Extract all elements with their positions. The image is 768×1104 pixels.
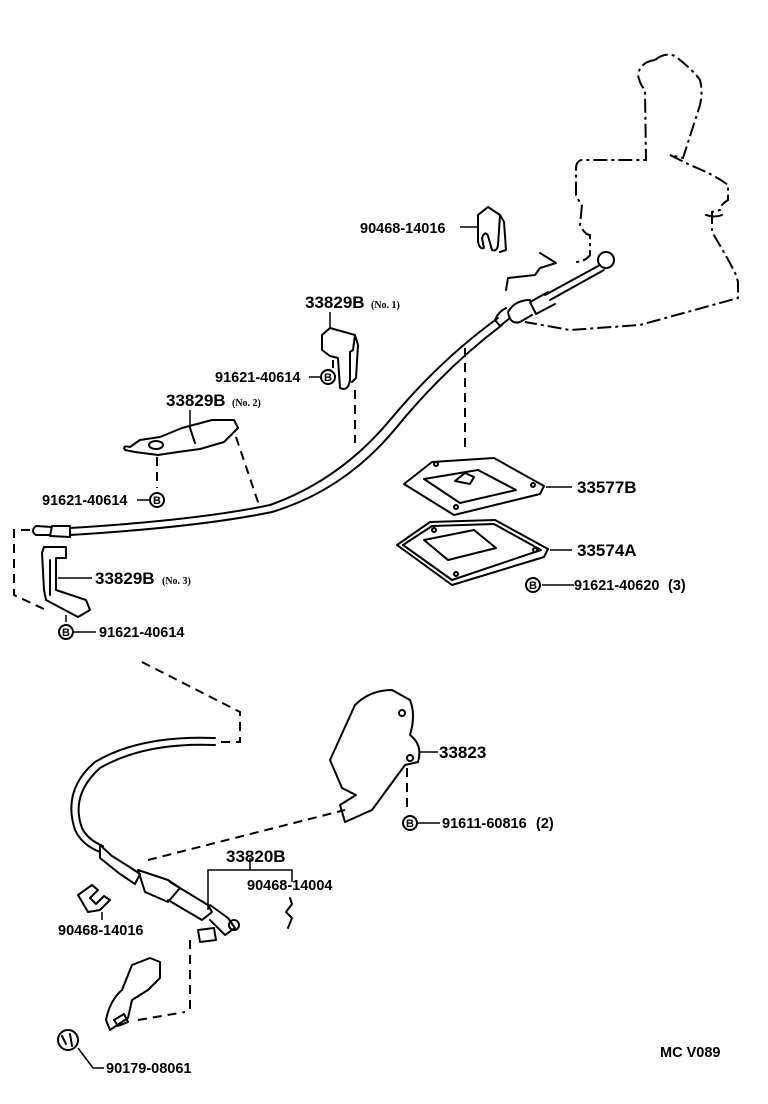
part-label[interactable]: 91621-40614: [42, 493, 127, 509]
dashed-line: [147, 809, 346, 861]
leader-line: [77, 1047, 104, 1069]
part-label[interactable]: 91621-40614: [215, 370, 300, 386]
pin-90468-14004-icon: [285, 897, 293, 929]
part-label[interactable]: 91611-60816: [442, 816, 527, 832]
part-label[interactable]: 90468-14016: [360, 221, 445, 237]
part-label[interactable]: 33829B: [305, 293, 365, 312]
part-label[interactable]: 91621-40614: [99, 625, 184, 641]
clip-upper-icon: [477, 206, 507, 253]
bracket-no3-icon: [41, 546, 91, 618]
dashed-line: [141, 661, 241, 743]
bracket-no1-icon: [321, 327, 359, 390]
shift-lever-knob-outline: [654, 53, 703, 160]
part-qualifier: (2): [536, 816, 554, 832]
svg-text:B: B: [529, 580, 537, 592]
bracket-no2-icon: [123, 419, 239, 456]
part-label[interactable]: 90468-14004: [247, 878, 332, 894]
lower-cable-icon: [70, 736, 240, 936]
svg-text:B: B: [406, 818, 414, 830]
part-label[interactable]: 91621-40620: [574, 578, 659, 594]
part-qualifier: (No. 3): [162, 576, 191, 587]
part-qualifier: (3): [668, 578, 686, 594]
gasket-33574a-icon: [396, 519, 549, 586]
part-label[interactable]: 90179-08061: [106, 1061, 191, 1077]
housing-tab: [505, 252, 557, 291]
part-label[interactable]: 33577B: [577, 478, 637, 497]
part-qualifier: (No. 1): [371, 300, 400, 311]
dashed-line: [13, 529, 47, 611]
part-qualifier: (No. 2): [232, 398, 261, 409]
bolt-symbol-icon: B: [402, 815, 418, 831]
dashed-line: [137, 1011, 186, 1021]
bolt-symbol-icon: B: [58, 624, 74, 640]
diagram-code: MC V089: [660, 1045, 720, 1061]
clip-lower-icon: [77, 884, 111, 913]
bracket-33823-icon: [329, 689, 421, 823]
bolt-symbol-icon: B: [320, 369, 336, 385]
housing-side-notch: [705, 214, 723, 218]
part-label[interactable]: 33820B: [226, 847, 286, 866]
part-label[interactable]: 90468-14016: [58, 923, 143, 939]
shift-lever-housing-outline: [524, 59, 739, 332]
svg-text:B: B: [153, 495, 161, 507]
svg-text:B: B: [324, 372, 332, 384]
dashed-line: [235, 436, 261, 509]
nut-90179-08061-icon: [57, 1029, 79, 1051]
lower-bracket-icon: [105, 957, 161, 1031]
part-label[interactable]: 33829B: [95, 569, 155, 588]
cover-plate-33577b-icon: [403, 457, 545, 516]
stud-icon: [197, 927, 217, 943]
bolt-symbol-icon: B: [149, 492, 165, 508]
part-label[interactable]: 33823: [439, 743, 486, 762]
svg-text:B: B: [62, 627, 70, 639]
part-label[interactable]: 33574A: [577, 541, 637, 560]
bolt-symbol-icon: B: [525, 577, 541, 593]
upper-cable-icon: [32, 251, 615, 538]
part-label[interactable]: 33829B: [166, 391, 226, 410]
